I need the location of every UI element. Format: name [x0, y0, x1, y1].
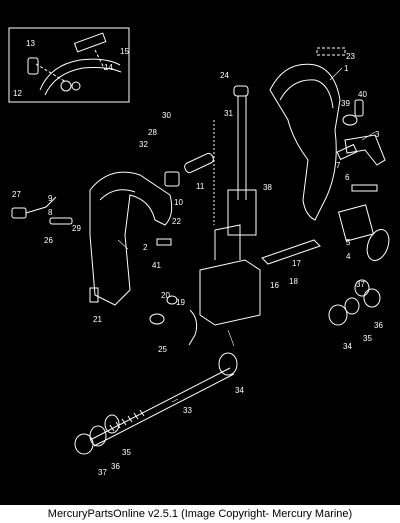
clamp-bracket-left [89, 171, 173, 306]
bushing-34-lower [218, 352, 238, 376]
inset-bolt [27, 57, 39, 75]
label: 37 [98, 468, 107, 477]
label: 26 [44, 236, 53, 245]
label: 20 [161, 291, 170, 300]
pin-11 [184, 152, 214, 174]
label: 24 [220, 71, 229, 80]
label: 9 [48, 194, 53, 203]
label: 31 [224, 109, 233, 118]
label: 30 [162, 111, 171, 120]
decal-23 [316, 47, 346, 56]
label: 36 [111, 462, 120, 471]
label: 3 [375, 130, 380, 139]
label: 40 [358, 90, 367, 99]
label: 2 [143, 243, 148, 252]
label: 38 [263, 183, 272, 192]
label: 34 [343, 342, 352, 351]
label: 22 [172, 217, 181, 226]
label: 21 [93, 315, 102, 324]
label: 17 [292, 259, 301, 268]
label: 37 [356, 280, 365, 289]
label: 12 [13, 89, 22, 98]
pump-housing [199, 259, 261, 326]
label: 28 [148, 128, 157, 137]
label: 27 [12, 190, 21, 199]
label: 7 [336, 161, 341, 170]
inset-pin [73, 32, 107, 53]
exploded-parts-diagram: 1 2 3 4 5 6 7 8 9 10 11 12 13 14 15 16 1… [8, 27, 390, 477]
label: 34 [235, 386, 244, 395]
label: 41 [152, 261, 161, 270]
label: 15 [120, 47, 129, 56]
inset-bracket [39, 58, 121, 91]
inset-box [8, 27, 130, 103]
label: 10 [174, 198, 183, 207]
swivel-bracket-right [269, 63, 341, 221]
label: 13 [26, 39, 35, 48]
label: 32 [139, 140, 148, 149]
copyright-caption: MercuryPartsOnline v2.5.1 (Image Copyrig… [0, 505, 400, 523]
label: 19 [176, 298, 185, 307]
tilt-lock-lever [344, 134, 386, 166]
label: 8 [48, 208, 53, 217]
label: 25 [158, 345, 167, 354]
label: 23 [346, 52, 355, 61]
part-labels: 1 2 3 4 5 6 7 8 9 10 11 12 13 14 15 16 1… [12, 39, 383, 477]
label: 14 [104, 63, 113, 72]
label: 33 [183, 406, 192, 415]
label: 36 [374, 321, 383, 330]
label: 18 [289, 277, 298, 286]
link-bar [261, 239, 321, 265]
label: 5 [346, 238, 351, 247]
label: 11 [196, 182, 205, 191]
label: 35 [363, 334, 372, 343]
label: 29 [72, 224, 81, 233]
label: 16 [270, 281, 279, 290]
label: 35 [122, 448, 131, 457]
label: 6 [345, 173, 350, 182]
label: 1 [344, 64, 349, 73]
label: 39 [341, 99, 350, 108]
label: 4 [346, 252, 351, 261]
trim-cylinder [227, 189, 257, 236]
